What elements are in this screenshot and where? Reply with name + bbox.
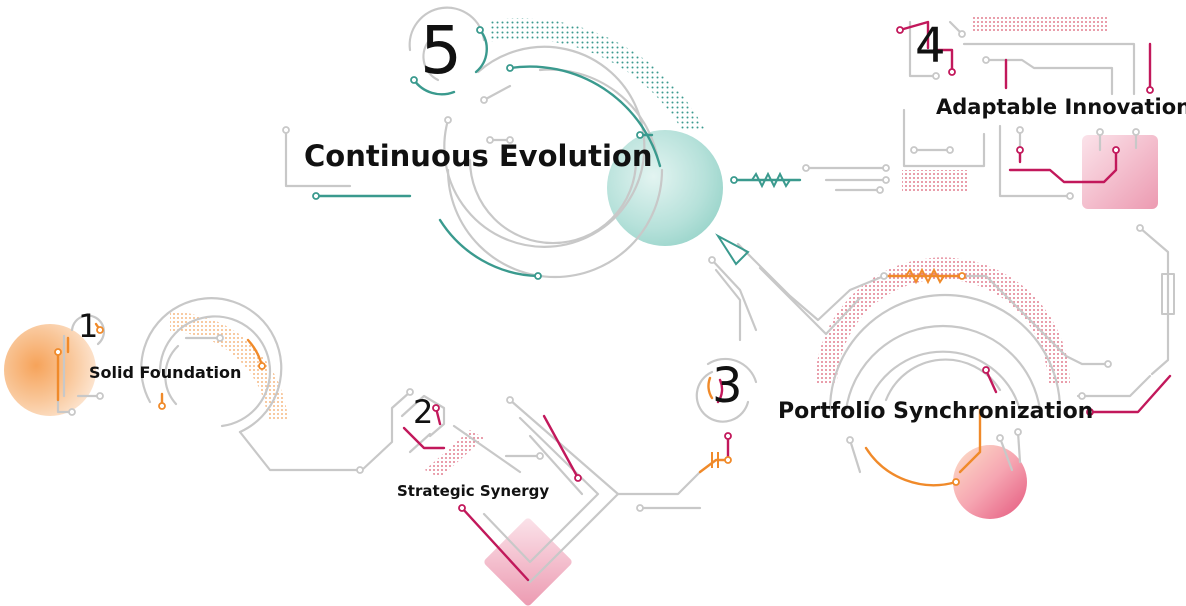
- resistor-orange: [905, 267, 945, 285]
- stage-2-number: 2: [413, 393, 434, 431]
- stage-4-label: Adaptable Innovation: [936, 95, 1186, 119]
- pink-orb: [953, 445, 1027, 519]
- capacitor: [711, 452, 719, 468]
- pink-square: [1082, 135, 1158, 209]
- orange-orb: [4, 324, 96, 416]
- stage-1-number: 1: [78, 307, 99, 345]
- stage-2-label: Strategic Synergy: [397, 482, 550, 500]
- dotted-arc-3: [815, 257, 1070, 385]
- pink-diamond: [484, 518, 572, 606]
- stage-3-label: Portfolio Synchronization: [778, 399, 1094, 424]
- diode: [715, 233, 750, 266]
- dotted-bar-4: [972, 17, 1108, 31]
- dotted-stripe-2: [425, 430, 484, 478]
- stage-4-number: 4: [915, 18, 946, 74]
- stage-5-label: Continuous Evolution: [304, 139, 653, 173]
- resistor-teal: [751, 171, 791, 189]
- stage-3-number: 3: [712, 358, 743, 414]
- stage-5-number: 5: [420, 12, 462, 89]
- stage-1-label: Solid Foundation: [89, 363, 242, 382]
- dotted-block-4: [902, 170, 968, 192]
- dotted-arc-5: [490, 17, 705, 131]
